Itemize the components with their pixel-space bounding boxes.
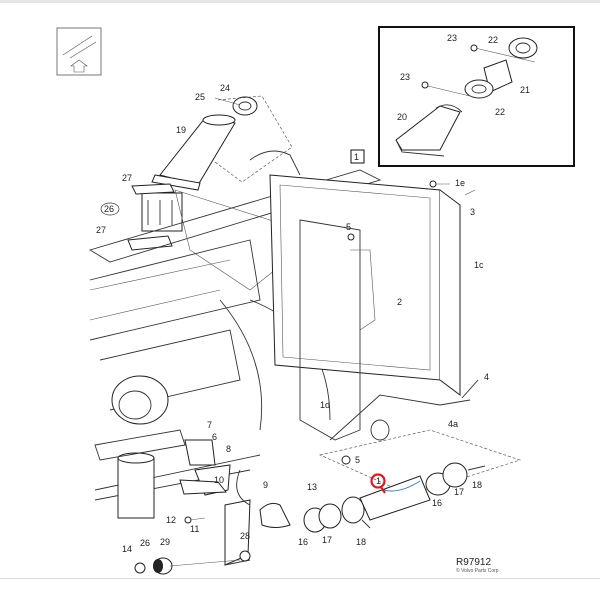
part-label: 6 — [212, 432, 217, 442]
part-label: 5 — [346, 222, 351, 232]
part-label: 11 — [190, 524, 199, 534]
circled-label-ring — [100, 202, 120, 216]
copyright: © Volvo Parts Corp — [456, 567, 499, 574]
part-label: 18 — [356, 537, 366, 547]
part-label: 26 — [104, 204, 114, 214]
part-label: 1c — [474, 260, 484, 270]
part-label: 25 — [195, 92, 205, 102]
part-label: 26 — [140, 538, 150, 548]
part-label: 4 — [484, 372, 489, 382]
highlight-tail — [380, 486, 386, 494]
brackets — [179, 439, 251, 566]
inset-detail-box — [378, 26, 575, 167]
reference-code: R97912 — [456, 557, 491, 568]
part-label: 1e — [455, 178, 465, 188]
radiator — [249, 150, 521, 496]
part-label: 3 — [470, 207, 475, 217]
part-label: 8 — [226, 444, 231, 454]
part-label: 13 — [307, 482, 317, 492]
boxed-label: 1 — [354, 152, 359, 162]
inset-label: 21 — [520, 85, 530, 95]
part-label: 16 — [298, 537, 308, 547]
part-label: 14 — [122, 544, 132, 554]
part-label: 17 — [454, 487, 464, 497]
inset-label: 23 — [447, 33, 457, 43]
charge-air-pipe-19 — [127, 95, 293, 251]
part-label: 1 — [376, 476, 381, 486]
part-label: 2 — [397, 297, 402, 307]
part-label: 19 — [176, 125, 186, 135]
frame — [88, 169, 382, 501]
part-label: 28 — [240, 531, 250, 541]
part-label: 1d — [320, 400, 330, 410]
part-label: 12 — [166, 515, 176, 525]
bottom-divider — [0, 578, 600, 579]
part-label: 27 — [122, 173, 132, 183]
boxed-label-frame — [350, 149, 365, 164]
part-label: 4a — [448, 419, 458, 429]
part-label: 7 — [207, 420, 212, 430]
inset-label: 22 — [488, 35, 498, 45]
part-label: 18 — [472, 480, 482, 490]
part-label: 16 — [432, 498, 442, 508]
inset-label: 22 — [495, 107, 505, 117]
view-direction-icon — [56, 27, 102, 76]
part-label: 29 — [160, 537, 170, 547]
part-label: 10 — [214, 475, 224, 485]
lower-hose-assembly — [134, 462, 486, 575]
highlight-marker — [370, 473, 421, 494]
part-label: 9 — [263, 480, 268, 490]
inset-label: 23 — [400, 72, 410, 82]
part-label: 24 — [220, 83, 230, 93]
highlight-line — [383, 480, 421, 492]
part-label: 17 — [322, 535, 332, 545]
inset-label: 20 — [397, 112, 407, 122]
top-divider — [0, 0, 600, 3]
part-label: 27 — [96, 225, 106, 235]
part-label: 5 — [355, 455, 360, 465]
highlight-circle — [370, 473, 386, 489]
filter-canister — [94, 429, 186, 519]
